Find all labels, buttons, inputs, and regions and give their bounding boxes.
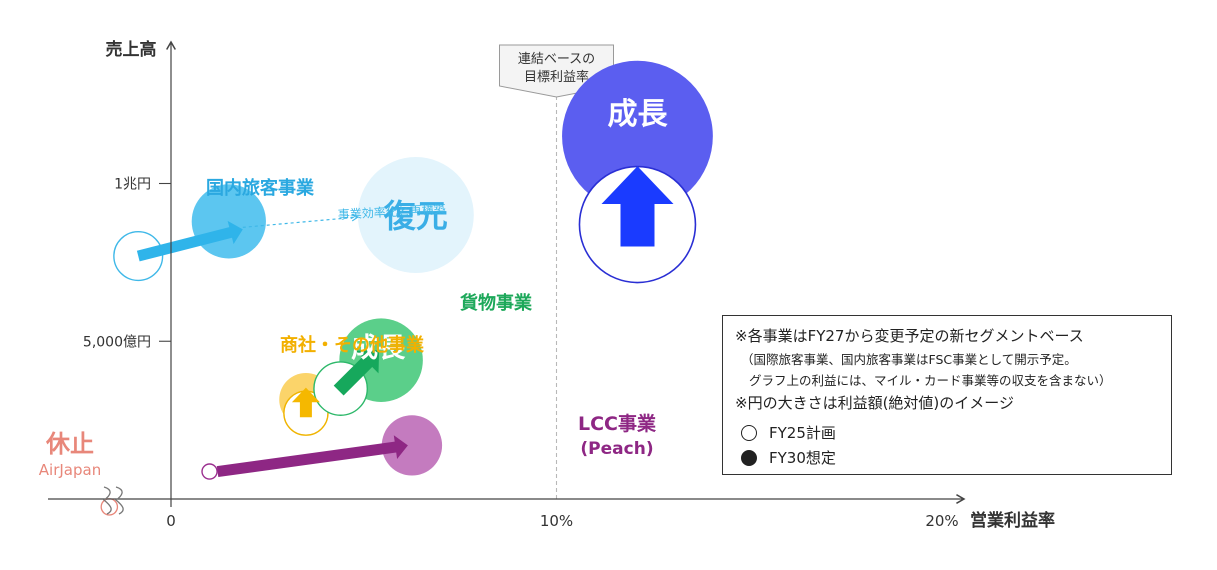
trading-growth-arrow — [291, 387, 320, 418]
domestic-reform-dotted-arrow — [242, 213, 359, 228]
legend-note-segment: ※各事業はFY27から変更予定の新セグメントベース — [735, 327, 1084, 345]
y-tick-label: 1兆円 — [114, 177, 151, 193]
trading-segment-label: 商社・その他事業 — [280, 334, 425, 356]
domestic-reform-annotation: 事業効率化と再構築 — [337, 201, 446, 222]
legend-note-profit-scope: グラフ上の利益には、マイル・カード事業等の収支を含まない） — [749, 373, 1112, 388]
lcc-fy30-bubble — [381, 415, 443, 476]
international-growth-arrow — [601, 166, 674, 247]
lcc-segment-label: LCC事業 — [578, 412, 657, 435]
filled-circle-icon — [741, 449, 757, 466]
x-tick-label: 10% — [540, 512, 573, 530]
lcc-growth-arrow — [216, 435, 408, 477]
y-axis-title: 売上高 — [106, 39, 157, 60]
international-fy30-bubble — [562, 60, 713, 212]
domestic-growth-arrow — [136, 220, 243, 262]
legend-box: ※各事業はFY27から変更予定の新セグメントベース （国際旅客事業、国内旅客事業… — [722, 315, 1172, 475]
airjapan-name-label: AirJapan — [39, 461, 101, 479]
lcc-segment-sublabel: (Peach) — [580, 439, 653, 459]
domestic-restore-label: 復元 — [383, 197, 448, 235]
cargo-segment-label: 貨物事業 — [460, 292, 533, 314]
legend-note-fsc: （国際旅客事業、国内旅客事業はFSC事業として開示予定。 — [741, 352, 1077, 367]
domestic-fy25-bubble — [113, 231, 164, 282]
legend-item-fy30: FY30想定 — [741, 447, 836, 468]
axis-break-mark-left — [102, 486, 112, 515]
airjapan-suspended-label: 休止 — [45, 430, 94, 458]
international-growth-label: 成長 — [607, 97, 668, 132]
y-tick-label: 5,000億円 — [83, 334, 151, 350]
target-label-line2: 目標利益率 — [524, 69, 589, 85]
legend-note-circle-size: ※円の大きさは利益額(絶対値)のイメージ — [735, 394, 1014, 412]
lcc-fy25-bubble — [201, 463, 218, 480]
legend-fy25-label: FY25計画 — [769, 424, 836, 442]
axis-break-mark-right — [114, 486, 124, 515]
cargo-growth-label: 成長 — [351, 333, 406, 364]
target-label-line1: 連結ベースの — [518, 52, 595, 67]
open-circle-icon — [741, 424, 757, 441]
domestic-target-bubble — [357, 157, 474, 274]
legend-fy30-label: FY30想定 — [769, 449, 836, 467]
x-tick-label: 20% — [925, 512, 958, 530]
domestic-segment-label: 国内旅客事業 — [206, 177, 315, 199]
x-axis-title: 営業利益率 — [970, 510, 1055, 531]
x-tick-label: 0 — [166, 512, 176, 530]
legend-item-fy25: FY25計画 — [741, 422, 836, 443]
cargo-growth-arrow — [333, 350, 380, 396]
